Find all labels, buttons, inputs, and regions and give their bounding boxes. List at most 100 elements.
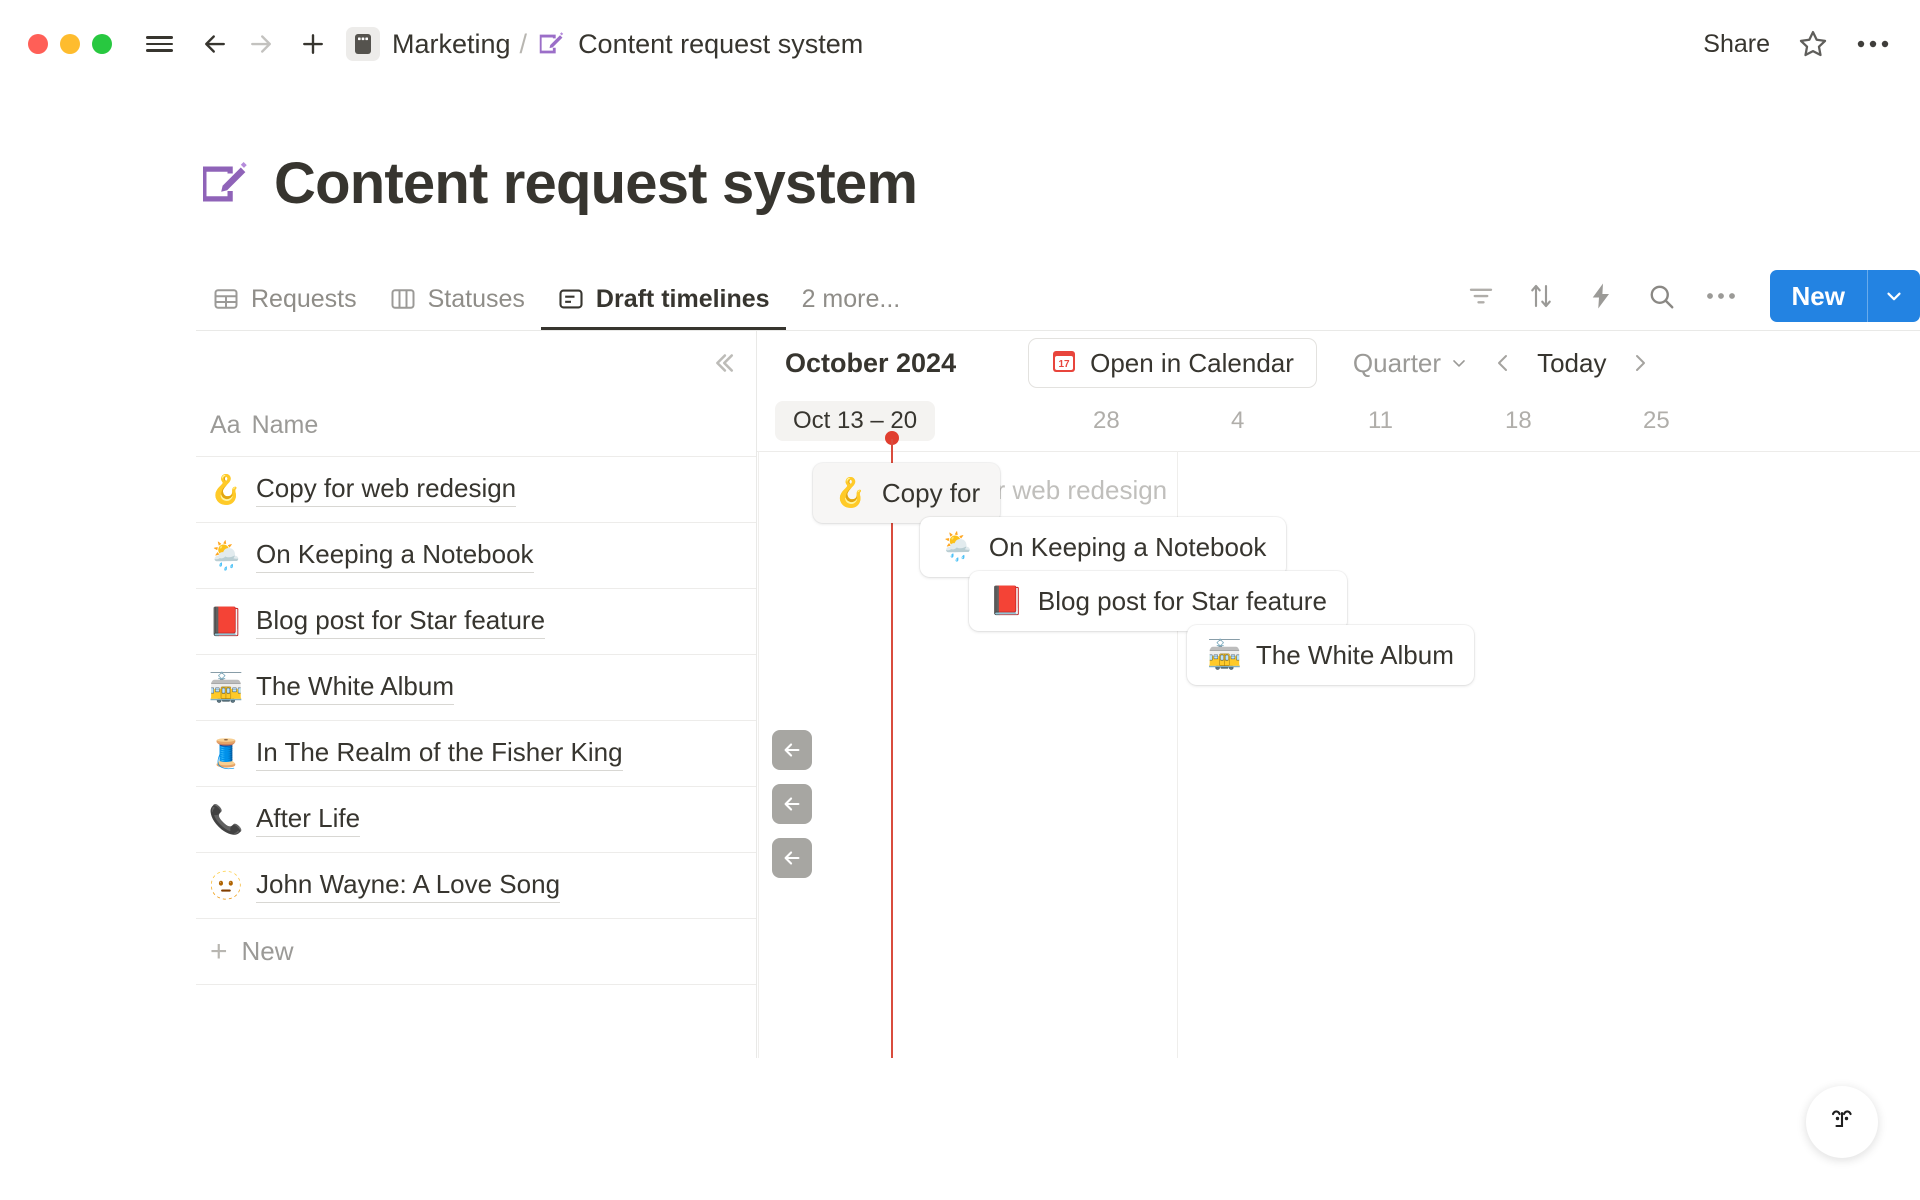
new-record-button[interactable]: New <box>1769 270 1920 322</box>
bar-label: Blog post for Star feature <box>1037 585 1327 616</box>
table-row[interactable]: 🌦️ On Keeping a Notebook <box>196 523 756 589</box>
timeline-view: Aa Name 🪝 Copy for web redesign 🌦️ On Ke… <box>196 331 1920 1058</box>
open-in-calendar-button[interactable]: 17 Open in Calendar <box>1028 338 1317 388</box>
row-title[interactable]: On Keeping a Notebook <box>256 539 534 573</box>
close-window-button[interactable] <box>28 34 48 54</box>
new-row-button[interactable]: + New <box>196 919 756 985</box>
bar-emoji-icon: 📕 <box>989 585 1024 616</box>
breadcrumb-separator: / <box>519 28 528 59</box>
table-row[interactable]: 📕 Blog post for Star feature <box>196 589 756 655</box>
memo-icon[interactable] <box>196 156 252 212</box>
page-header: Content request system <box>0 150 1920 217</box>
row-title[interactable]: After Life <box>256 803 361 837</box>
table-row[interactable]: 📞 After Life <box>196 787 756 853</box>
timeline-date-scale: Oct 13 – 20 28 4 11 18 25 <box>757 395 1920 451</box>
filter-icon[interactable] <box>1464 279 1498 313</box>
assistant-fab-button[interactable] <box>1806 1086 1878 1158</box>
traffic-lights <box>28 34 112 54</box>
minimize-window-button[interactable] <box>60 34 80 54</box>
row-emoji-icon: 🫥 <box>208 869 244 901</box>
column-header-name[interactable]: Aa Name <box>196 395 756 457</box>
view-tabs: Requests Statuses Draft timelines 2 more… <box>196 268 916 330</box>
timeline-bar[interactable]: 📕 Blog post for Star feature <box>969 571 1347 631</box>
timeline-grid: Copy for web redesign 🪝 Copy for 🌦️ On K… <box>757 431 1920 1058</box>
breadcrumb-page[interactable]: Content request system <box>578 28 864 59</box>
table-row[interactable]: 🫥 John Wayne: A Love Song <box>196 853 756 919</box>
table-icon <box>212 285 240 313</box>
breadcrumb-workspace[interactable]: Marketing <box>392 28 511 59</box>
timeline-prev-button[interactable] <box>1479 345 1527 381</box>
row-title[interactable]: Blog post for Star feature <box>256 605 546 639</box>
viewbar-divider <box>196 330 1920 331</box>
arrow-left-icon <box>784 743 800 757</box>
timeline-icon <box>557 285 585 313</box>
chevron-down-icon[interactable] <box>1868 270 1920 322</box>
timeline-column-line <box>1177 451 1178 1058</box>
timeline-today-button[interactable]: Today <box>1537 347 1607 378</box>
row-title[interactable]: The White Album <box>256 671 454 705</box>
timeline-tick: 25 <box>1643 407 1670 434</box>
scroll-to-record-button[interactable] <box>772 730 812 770</box>
row-emoji-icon: 🚋 <box>208 671 244 703</box>
zoom-window-button[interactable] <box>92 34 112 54</box>
database-icon[interactable] <box>346 27 380 61</box>
timeline-zoom-label: Quarter <box>1352 347 1442 378</box>
view-options-ellipsis-icon[interactable] <box>1704 279 1738 313</box>
page-title: Content request system <box>274 151 918 216</box>
row-emoji-icon: 🌦️ <box>208 539 244 571</box>
scroll-to-record-button[interactable] <box>772 838 812 878</box>
pane-divider[interactable] <box>756 331 757 1058</box>
scroll-to-record-button[interactable] <box>772 784 812 824</box>
tab-draft-timelines[interactable]: Draft timelines <box>540 268 786 330</box>
new-page-plus-icon[interactable] <box>294 25 332 63</box>
bar-emoji-icon: 🪝 <box>833 477 868 508</box>
tab-label: Requests <box>251 284 357 313</box>
row-emoji-icon: 📕 <box>208 605 244 637</box>
automation-bolt-icon[interactable] <box>1584 279 1618 313</box>
svg-text:17: 17 <box>1059 359 1071 370</box>
chevron-down-icon <box>1453 360 1465 367</box>
tab-requests[interactable]: Requests <box>196 268 373 330</box>
sort-icon[interactable] <box>1524 279 1558 313</box>
tab-statuses[interactable]: Statuses <box>373 268 541 330</box>
bar-label: On Keeping a Notebook <box>988 531 1267 562</box>
row-title[interactable]: Copy for web redesign <box>256 473 517 507</box>
table-row[interactable]: 🪝 Copy for web redesign <box>196 457 756 523</box>
view-tabs-bar: Requests Statuses Draft timelines 2 more… <box>196 268 1920 330</box>
forward-arrow-icon[interactable] <box>242 25 280 63</box>
table-row[interactable]: 🚋 The White Album <box>196 655 756 721</box>
row-title[interactable]: John Wayne: A Love Song <box>256 869 561 903</box>
today-marker-dot <box>885 431 899 445</box>
timeline-bar[interactable]: 🚋 The White Album <box>1187 625 1474 685</box>
records-pane: Aa Name 🪝 Copy for web redesign 🌦️ On Ke… <box>196 331 756 1058</box>
timeline-month-label: October 2024 <box>785 347 957 378</box>
timeline-bar[interactable]: 🌦️ On Keeping a Notebook <box>920 517 1287 577</box>
calendar-icon: 17 <box>1051 348 1077 378</box>
timeline-zoom-select[interactable]: Quarter <box>1347 348 1475 379</box>
back-arrow-icon[interactable] <box>196 25 234 63</box>
plus-icon: + <box>210 934 228 968</box>
arrow-left-icon <box>784 797 800 811</box>
view-toolbar: New <box>1464 270 1920 330</box>
ellipsis-icon[interactable] <box>1856 39 1890 49</box>
row-emoji-icon: 📞 <box>208 803 244 835</box>
star-icon[interactable] <box>1796 27 1830 61</box>
menu-icon[interactable] <box>140 25 178 63</box>
column-header-label: Name <box>251 411 319 439</box>
timeline-next-button[interactable] <box>1616 345 1664 381</box>
collapse-double-chevron-icon[interactable] <box>708 348 738 378</box>
search-icon[interactable] <box>1644 279 1678 313</box>
timeline-bar[interactable]: 🪝 Copy for <box>813 463 1001 523</box>
records-pane-header <box>196 331 756 395</box>
window-titlebar: Marketing / Content request system Share <box>0 0 1920 88</box>
timeline-column-line <box>758 451 759 1058</box>
more-views-button[interactable]: 2 more... <box>801 284 901 313</box>
bar-label: Copy for <box>881 477 981 508</box>
timeline-nav: Quarter Today <box>1347 345 1665 381</box>
memo-icon <box>536 29 566 59</box>
share-button[interactable]: Share <box>1703 29 1770 58</box>
open-in-calendar-label: Open in Calendar <box>1090 347 1294 378</box>
row-title[interactable]: In The Realm of the Fisher King <box>256 737 623 771</box>
timeline-current-range-pill[interactable]: Oct 13 – 20 <box>775 401 936 441</box>
table-row[interactable]: 🧵 In The Realm of the Fisher King <box>196 721 756 787</box>
